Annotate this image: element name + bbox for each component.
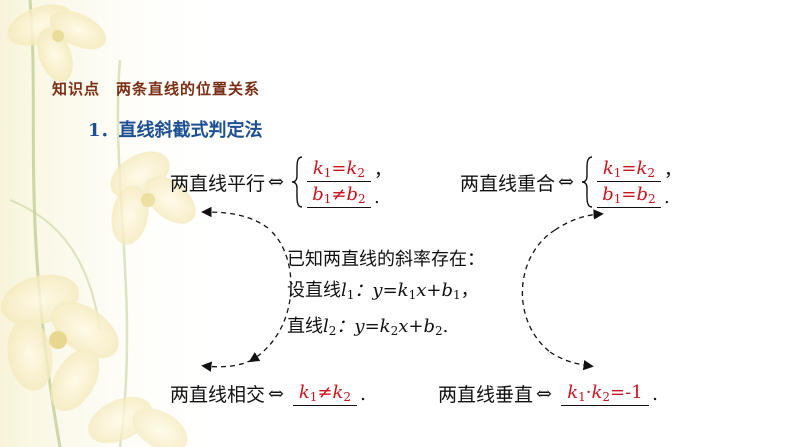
heading-title: 两条直线的位置关系	[116, 80, 261, 98]
parallel-condition: 两直线平行 ⇔ k1=k2， b1≠b2.	[170, 156, 392, 208]
iff-symbol: ⇔	[268, 382, 284, 405]
subheading: 1．直线斜截式判定法	[88, 120, 263, 141]
perpendicular-answer: k1·k2=-1	[560, 382, 649, 406]
heading-prefix: 知识点	[52, 80, 101, 98]
intersect-answer: k1≠k2	[292, 382, 357, 406]
given-conditions: 已知两直线的斜率存在： 设直线l1：y=k1x+b1， 直线l2：y=k2x+b…	[287, 244, 485, 347]
coincide-answer-2: b1=b2	[596, 184, 661, 208]
iff-symbol: ⇔	[558, 171, 574, 193]
iff-symbol: ⇔	[268, 171, 284, 193]
section-heading: 知识点两条直线的位置关系	[52, 78, 260, 99]
intersect-label: 两直线相交	[170, 384, 266, 406]
given-line-3: 直线l2：y=k2x+b2.	[287, 316, 449, 338]
iff-symbol: ⇔	[536, 382, 552, 405]
left-brace-icon	[581, 156, 593, 208]
given-line-2: 设直线l1：y=k1x+b1，	[287, 280, 479, 302]
coincide-condition: 两直线重合 ⇔ k1=k2， b1=b2.	[460, 156, 682, 208]
coincide-label: 两直线重合	[460, 172, 556, 195]
perpendicular-label: 两直线垂直	[438, 384, 534, 406]
intersect-condition: 两直线相交 ⇔ k1≠k2 .	[170, 381, 366, 407]
parallel-answer-2: b1≠b2	[306, 184, 371, 208]
left-brace-icon	[291, 156, 303, 208]
coincide-answer-1: k1=k2	[596, 158, 661, 182]
parallel-answer-1: k1=k2	[306, 158, 371, 182]
parallel-label: 两直线平行	[170, 172, 266, 195]
perpendicular-condition: 两直线垂直 ⇔ k1·k2=-1 .	[438, 381, 658, 407]
given-line-1: 已知两直线的斜率存在：	[287, 249, 485, 270]
